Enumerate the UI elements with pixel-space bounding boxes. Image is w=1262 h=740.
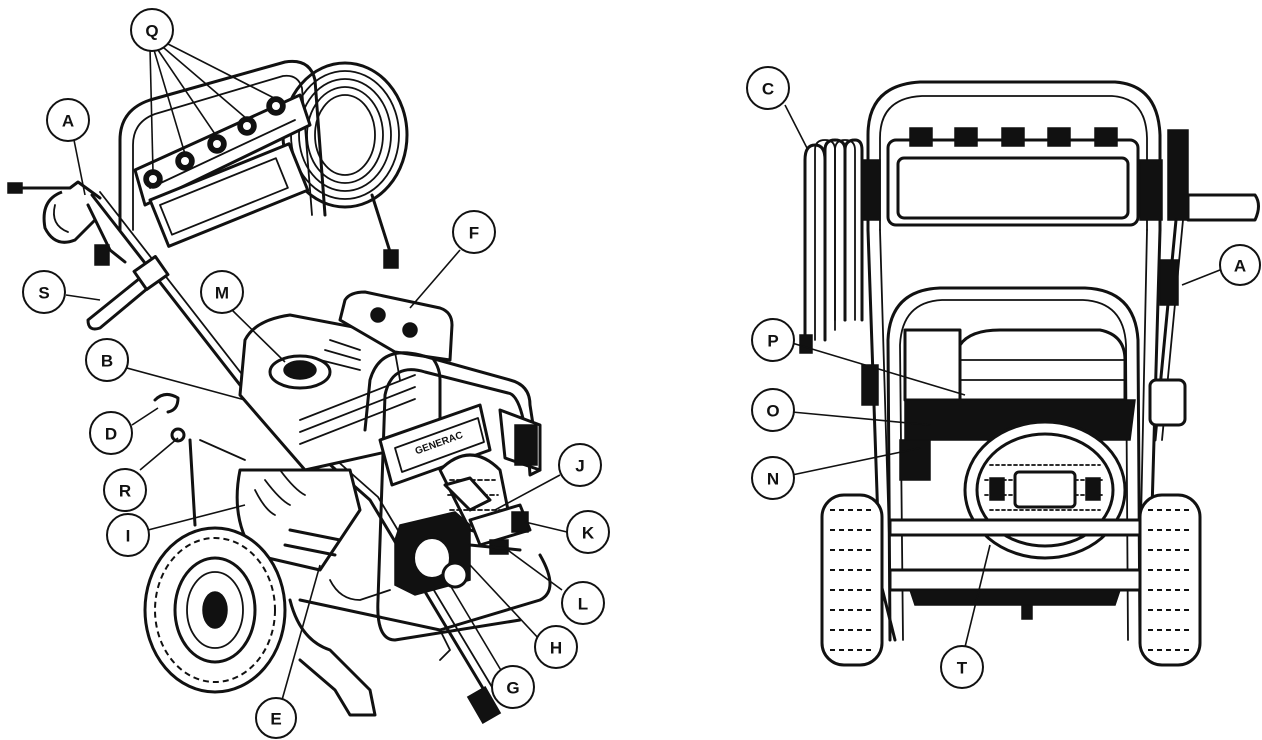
svg-text:O: O [766,402,779,421]
callout-J: J [558,443,602,487]
front-hose-reel [799,138,864,354]
left-wheel [143,526,287,694]
svg-text:N: N [767,470,779,489]
callout-L: L [561,581,605,625]
svg-text:A: A [62,112,74,131]
callout-M: M [200,270,244,314]
left-view-illustration: GENERAC [7,59,552,725]
svg-text:D: D [105,425,117,444]
front-left-tire [820,493,884,667]
front-right-tire [1138,493,1202,667]
callout-S: S [22,270,66,314]
callout-D: D [89,411,133,455]
callout-E: E [255,697,297,739]
callout-B: B [85,338,129,382]
svg-text:G: G [506,679,519,698]
callout-A-left: A [46,98,90,142]
svg-text:J: J [575,457,584,476]
svg-text:L: L [578,595,588,614]
svg-text:R: R [119,482,131,501]
spray-gun [7,180,127,266]
hose-reel [281,61,409,269]
pump-assembly [394,476,532,596]
callout-G: G [491,665,535,709]
svg-text:H: H [550,639,562,658]
callout-C: C [746,66,790,110]
wand-holder-bracket [153,393,246,527]
nozzle-tips [143,96,286,189]
svg-text:E: E [270,710,281,729]
svg-text:M: M [215,284,229,303]
leader-lines [65,43,1226,701]
svg-text:K: K [582,524,595,543]
callout-O: O [751,388,795,432]
svg-text:P: P [767,332,778,351]
svg-text:Q: Q [145,22,158,41]
svg-text:B: B [101,352,113,371]
callout-K: K [566,510,610,554]
svg-text:C: C [762,80,774,99]
callout-Q: Q [130,8,174,52]
callout-I: I [106,513,150,557]
front-frame: GENERAC [363,351,542,642]
svg-text:I: I [126,527,131,546]
lower-frame [288,553,552,717]
svg-text:S: S [38,284,49,303]
front-nozzle-tips [909,127,1118,147]
svg-text:A: A [1234,257,1246,276]
front-spray-gun [1153,129,1260,442]
callout-H: H [534,625,578,669]
right-view-illustration [799,80,1260,667]
callout-N: N [751,456,795,500]
callout-P: P [751,318,795,362]
callouts: Q A S M F B D R [22,8,1261,739]
callout-R: R [103,468,147,512]
callout-T: T [940,645,984,689]
svg-text:F: F [469,224,479,243]
callout-F: F [452,210,496,254]
callout-A-right: A [1219,244,1261,286]
svg-text:T: T [957,659,968,678]
